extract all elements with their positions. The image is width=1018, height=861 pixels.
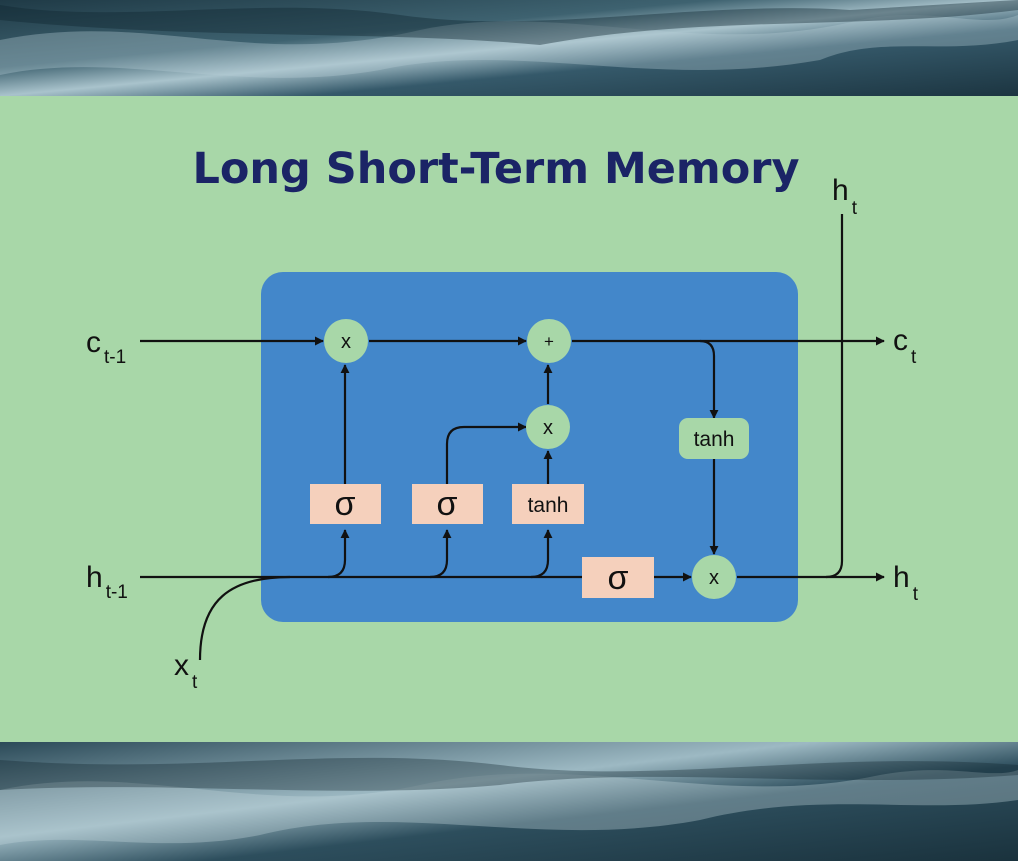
input-sigma-gate: σ xyxy=(412,484,483,524)
feed-forget-sigma xyxy=(327,529,350,579)
x-input-label: xt xyxy=(174,649,198,693)
output-multiply-node: x xyxy=(692,555,736,599)
input-multiply-symbol: x xyxy=(543,417,553,439)
h-out-label: ht xyxy=(893,561,919,605)
cell-state-to-tanh xyxy=(699,339,719,419)
forget-multiply-symbol: x xyxy=(341,331,351,353)
input-multiply-node: x xyxy=(526,405,570,449)
cell-tanh-gate: tanh xyxy=(679,418,749,459)
c-out-label: ct xyxy=(893,324,917,368)
add-node: + xyxy=(527,319,571,363)
output-sigma-label: σ xyxy=(608,559,629,597)
feed-input-sigma xyxy=(429,529,452,579)
cell-tanh-label: tanh xyxy=(694,428,735,451)
output-multiply-symbol: x xyxy=(709,567,719,589)
add-symbol: + xyxy=(544,332,554,351)
lstm-cell xyxy=(261,272,798,622)
input-sigma-to-multiply xyxy=(445,422,527,484)
input-sigma-label: σ xyxy=(437,485,458,523)
page-title: Long Short-Term Memory xyxy=(192,144,799,194)
forget-multiply-node: x xyxy=(324,319,368,363)
feed-candidate-tanh xyxy=(530,529,553,579)
h-top-label: ht xyxy=(832,174,858,219)
operator-nodes: x + x x xyxy=(324,319,736,599)
forget-sigma-gate: σ xyxy=(310,484,381,524)
x-input-curve xyxy=(198,575,291,661)
gate-boxes: σ σ tanh σ tanh xyxy=(310,418,749,598)
candidate-tanh-label: tanh xyxy=(528,494,569,517)
forget-sigma-label: σ xyxy=(335,485,356,523)
candidate-tanh-gate: tanh xyxy=(512,484,584,524)
output-sigma-gate: σ xyxy=(582,557,654,598)
h-out-upward xyxy=(825,214,844,579)
connections xyxy=(140,214,885,661)
